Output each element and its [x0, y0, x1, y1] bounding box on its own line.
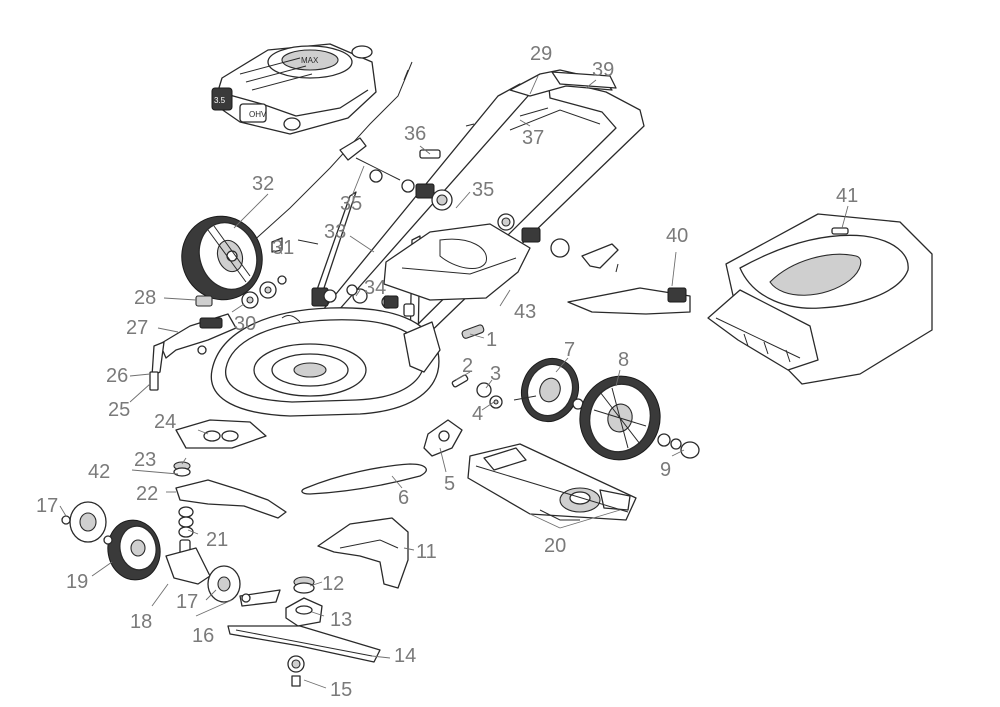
- callout-7: 7: [564, 339, 575, 361]
- callout-22: 22: [136, 483, 158, 505]
- gearbox-assembly: [467, 443, 637, 521]
- callout-13: 13: [330, 609, 352, 631]
- drive-belt: [301, 463, 427, 495]
- mulching-plug: [567, 287, 691, 315]
- callout-41: 41: [836, 185, 858, 207]
- front-wheel-assembly: [165, 419, 287, 585]
- engine-decal-ohv: OHV: [249, 110, 267, 119]
- callout-18: 18: [130, 611, 152, 633]
- callout-32: 32: [252, 173, 274, 195]
- callout-3: 3: [490, 363, 501, 385]
- blade-assembly: [227, 576, 381, 687]
- callout-1: 1: [486, 329, 497, 351]
- right-rear-wheel: [579, 375, 661, 461]
- callout-34: 34: [364, 277, 386, 299]
- callout-40: 40: [666, 225, 688, 247]
- callout-17-top: 17: [36, 495, 58, 517]
- callout-27: 27: [126, 317, 148, 339]
- wheel-washer: [657, 433, 671, 447]
- callout-37: 37: [522, 127, 544, 149]
- callout-labels: 1 2 3 4 5 6 7 8 9 11 12 13 14 15 16 17 1…: [36, 43, 858, 701]
- grass-catcher: [707, 213, 933, 385]
- callout-6: 6: [398, 487, 409, 509]
- left-rear-wheel: [181, 215, 263, 301]
- callout-43: 43: [514, 301, 536, 323]
- engine-decal-displacement: 3.5: [214, 96, 226, 105]
- hub-cap: [680, 441, 700, 459]
- callout-30: 30: [234, 313, 256, 335]
- callout-2: 2: [462, 355, 473, 377]
- callout-29: 29: [530, 43, 552, 65]
- callout-36: 36: [404, 123, 426, 145]
- engine-decal-max: MAX: [301, 56, 319, 65]
- callout-14: 14: [394, 645, 416, 667]
- leader-lines: [59, 75, 849, 689]
- callout-21: 21: [206, 529, 228, 551]
- callout-5: 5: [444, 473, 455, 495]
- callout-39: 39: [592, 59, 614, 81]
- callout-24: 24: [154, 411, 176, 433]
- handlebar-assembly: [317, 69, 645, 343]
- callout-25: 25: [108, 399, 130, 421]
- callout-20: 20: [544, 535, 566, 557]
- rear-flap: [383, 223, 531, 301]
- drive-pulley: [513, 357, 584, 423]
- chute-deflector: [317, 517, 409, 589]
- callout-33: 33: [324, 221, 346, 243]
- callout-28: 28: [134, 287, 156, 309]
- callout-4: 4: [472, 403, 483, 425]
- front-wheel-cap: [207, 565, 241, 603]
- left-wheel-hardware: [241, 237, 319, 323]
- callout-31: 31: [272, 237, 294, 259]
- callout-17-bottom: 17: [176, 591, 198, 613]
- mower-deck: [210, 288, 441, 417]
- engine: OHV 3.5 MAX: [211, 43, 377, 135]
- height-adjust-lever: [149, 295, 237, 391]
- callout-19: 19: [66, 571, 88, 593]
- callout-35-right: 35: [472, 179, 494, 201]
- callout-35-left: 35: [340, 193, 362, 215]
- callout-12: 12: [322, 573, 344, 595]
- callout-15: 15: [330, 679, 352, 701]
- callout-9: 9: [660, 459, 671, 481]
- handle-hardware: [339, 123, 619, 273]
- callout-42: 42: [88, 461, 110, 483]
- callout-23: 23: [134, 449, 156, 471]
- callout-16: 16: [192, 625, 214, 647]
- callout-8: 8: [618, 349, 629, 371]
- callout-11: 11: [416, 541, 437, 563]
- callout-26: 26: [106, 365, 128, 387]
- front-wheel-left: [61, 501, 161, 581]
- rear-drive-parts: [423, 324, 503, 457]
